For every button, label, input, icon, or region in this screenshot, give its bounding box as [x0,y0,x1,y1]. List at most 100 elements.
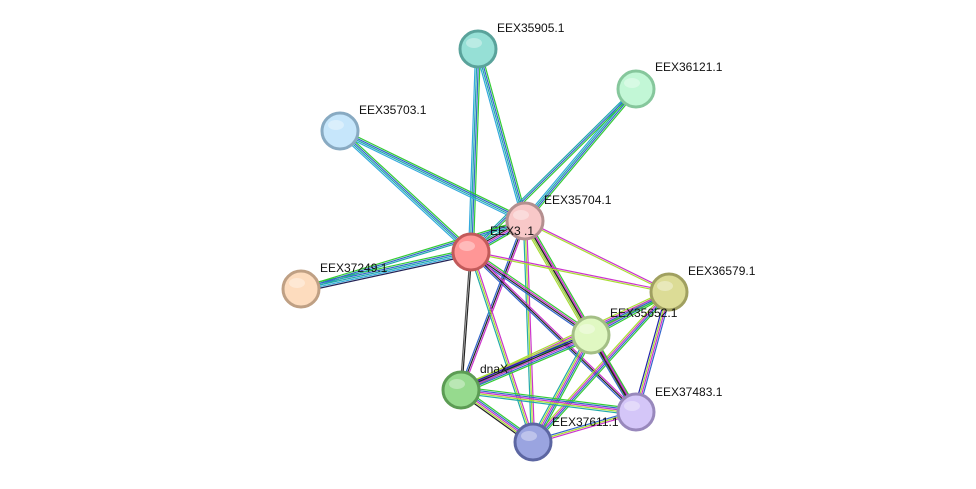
node-highlight [513,210,529,220]
edge-EEX35700.1-EEX37611.1[interactable] [468,251,536,443]
node-label-EEX36121.1: EEX36121.1 [655,60,723,74]
edge-EEX35704.1-EEX37483.1[interactable] [523,219,638,414]
edge-EEX35703.1-EEX35700.1[interactable] [337,128,474,255]
edge-evidence-line [533,335,593,444]
node-label-EEX37611.1: EEX37611.1 [552,415,619,429]
edge-evidence-line [301,221,526,292]
node-EEX36121.1[interactable] [616,69,656,109]
edge-evidence-line [472,249,593,334]
edge-EEX35704.1-EEX37611.1[interactable] [522,220,536,443]
edge-evidence-line [460,333,591,390]
node-highlight [449,379,465,389]
edge-evidence-line [340,128,527,220]
edge-EEX36579.1-EEX37483.1[interactable] [633,291,672,413]
edge-evidence-line [459,330,590,387]
edge-evidence-line [300,249,471,289]
node-label-EEX36579.1: EEX36579.1 [688,264,756,278]
node-label-EEX35703.1: EEX35703.1 [359,103,427,117]
edge-evidence-line [475,49,524,222]
edge-evidence-line [460,389,637,413]
edge-evidence-line [461,336,593,393]
node-label-EEX37483.1: EEX37483.1 [655,385,723,399]
edge-evidence-line [524,220,637,413]
label-layer: EEX35905.1EEX36121.1EEX35703.1EEX35704.1… [320,21,756,429]
edge-EEX37249.1-EEX35704.1[interactable] [300,218,526,292]
edge-evidence-line [471,250,592,335]
edge-evidence-line [470,251,637,413]
edge-evidence-line [461,252,473,391]
edge-evidence-line [300,220,526,290]
node-layer [281,29,689,462]
node-EEX35652.1[interactable] [571,315,611,355]
edge-dnaX-EEX37483.1[interactable] [460,386,637,416]
edge-EEX35700.1-dnaX[interactable] [459,251,473,391]
edge-evidence-line [470,252,591,337]
edge-evidence-line [522,221,532,443]
edge-evidence-line [535,336,595,444]
edge-evidence-line [533,292,671,443]
edge-evidence-line [526,220,536,442]
edge-evidence-line [525,219,670,292]
node-EEX37611.1[interactable] [513,422,553,462]
edge-evidence-line [461,387,637,412]
node-EEX37483.1[interactable] [616,392,656,432]
edge-evidence-line [337,132,470,255]
edge-evidence-line [469,252,636,414]
edge-evidence-line [479,48,528,221]
edge-evidence-line [633,291,668,412]
edge-evidence-line [469,48,478,252]
edge-EEX35704.1-EEX36579.1[interactable] [524,219,670,294]
edge-evidence-line [471,250,638,412]
edge-EEX35700.1-EEX37483.1[interactable] [469,250,638,414]
edge-evidence-line [340,129,472,252]
edge-evidence-line [471,89,638,254]
edge-evidence-line [471,250,670,292]
edge-evidence-line [532,334,592,443]
edge-evidence-line [634,291,669,412]
edge-evidence-line [470,251,534,443]
node-EEX37249.1[interactable] [281,269,321,309]
edge-evidence-line [300,248,471,287]
edge-EEX35700.1-EEX36579.1[interactable] [470,250,670,294]
node-EEX35905.1[interactable] [458,29,498,69]
edge-evidence-line [524,221,669,294]
edge-EEX35652.1-EEX37611.1[interactable] [529,333,595,444]
edge-EEX37249.1-EEX35700.1[interactable] [300,248,472,293]
edge-evidence-line [339,131,471,254]
node-EEX35704.1[interactable] [505,201,545,241]
edge-EEX36121.1-EEX35700.1[interactable] [469,87,638,254]
edge-evidence-line [476,49,525,222]
edge-EEX36579.1-EEX37611.1[interactable] [530,289,672,445]
edge-EEX35652.1-dnaX[interactable] [459,330,593,395]
node-highlight [579,324,595,334]
edge-evidence-line [459,251,471,390]
edge-evidence-line [460,392,636,416]
node-highlight [521,431,537,441]
edge-evidence-line [523,221,636,414]
edge-EEX35905.1-EEX35700.1[interactable] [468,48,481,253]
edge-evidence-line [462,338,593,395]
node-dnaX[interactable] [441,370,481,410]
edge-evidence-line [461,221,528,391]
node-highlight [624,78,640,88]
node-EEX35703.1[interactable] [320,111,360,151]
edge-EEX35905.1-EEX35704.1[interactable] [475,48,528,222]
edge-evidence-line [472,49,481,253]
node-label-EEX35704.1: EEX35704.1 [544,193,612,207]
node-highlight [466,38,482,48]
edge-evidence-line [530,289,668,441]
node-EEX35700.1[interactable] [451,232,491,272]
edge-EEX35703.1-EEX35704.1[interactable] [338,128,527,224]
edge-evidence-line [468,48,477,252]
node-label-dnaX: dnaX [480,362,508,376]
edge-EEX35704.1-dnaX[interactable] [458,220,528,391]
edge-evidence-line [637,292,672,413]
node-EEX36579.1[interactable] [649,272,689,312]
edge-evidence-line [636,292,671,413]
edge-evidence-line [340,129,526,221]
edge-evidence-line [461,386,637,410]
edge-evidence-line [339,131,525,223]
edge-layer [300,48,672,446]
edge-evidence-line [469,87,636,252]
